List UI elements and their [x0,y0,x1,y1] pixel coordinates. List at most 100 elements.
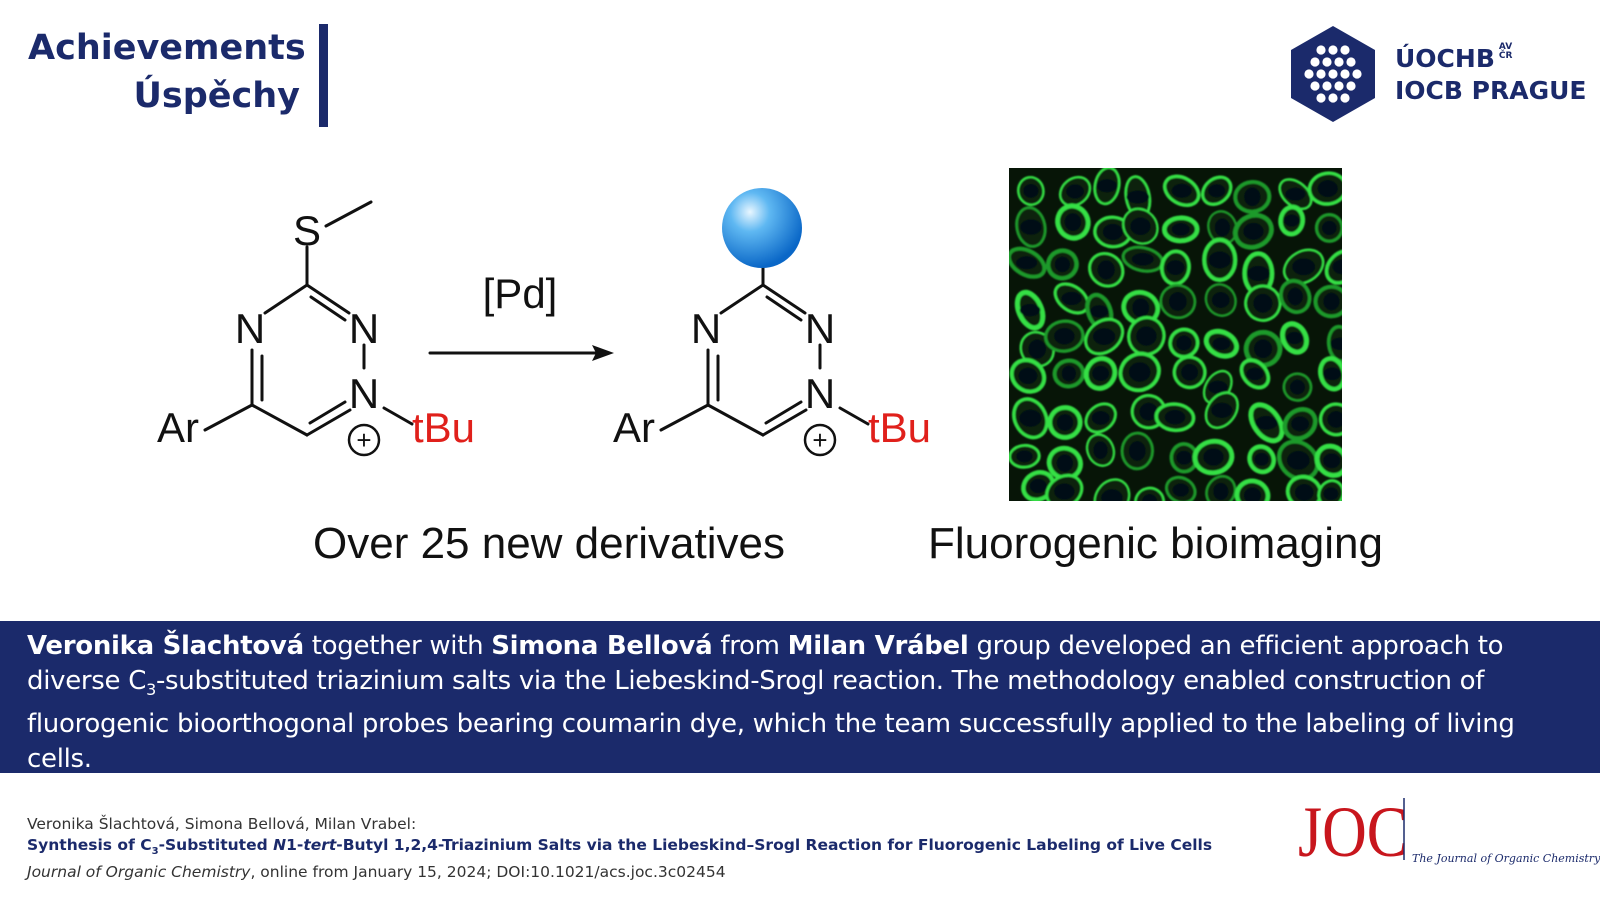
cell-nucleus [1097,260,1115,280]
cell-nucleus [1243,222,1264,240]
right-plus-label: + [812,425,827,455]
reference-details: Journal of Organic Chemistry, online fro… [27,862,1257,883]
cell-nucleus [1141,494,1158,501]
fluorescence-microscopy-image [1009,168,1342,501]
cell-nucleus [1061,365,1077,382]
caption-derivatives: Over 25 new derivatives [313,519,785,568]
cell-nucleus [1212,337,1231,351]
cell-nucleus [1164,409,1186,425]
ref-title-c: 1- [286,836,304,854]
reagent-label: [Pd] [483,270,558,317]
header-title: Achievements Úspěchy [28,24,306,120]
cell-nucleus [1323,292,1340,311]
cell-nucleus [1016,256,1038,270]
cell-nucleus [1054,256,1071,273]
right-n-label-2: N [805,305,835,352]
cell-nucleus [1092,365,1110,382]
summary-text-3: group developed an efficient approach to… [27,631,1504,696]
cell-nucleus [1323,487,1339,501]
right-n-label-1: N [691,305,721,352]
cell-nucleus [1093,441,1108,460]
logo-dot [1328,93,1338,103]
cell-nucleus [1285,187,1306,201]
cell-nucleus [1139,402,1158,421]
cell-nucleus [1091,411,1110,425]
left-n-label-3: N [349,370,379,417]
cell-nucleus [1054,327,1075,345]
cell-nucleus [1317,180,1338,198]
logo-dot [1328,45,1338,55]
cell-nucleus [1016,450,1033,463]
reference-doi[interactable]: , online from January 15, 2024; DOI:10.1… [250,863,726,882]
summary-text-1: together with [303,631,492,661]
cell-nucleus [1330,337,1342,351]
cell-nucleus [1287,287,1303,306]
summary-text-4: -substituted triazinium salts via the Li… [27,666,1515,775]
summary-subscript: 3 [146,680,156,700]
joc-name: The Journal of Organic Chemistry [1412,852,1600,865]
cell-nucleus [1020,219,1042,235]
cell-nucleus [1132,298,1150,318]
cell-nucleus [1101,489,1123,501]
cell-nucleus [1061,291,1082,306]
summary-author-2: Simona Bellová [491,631,713,661]
cell-nucleus [1208,184,1226,198]
cell-nucleus [1089,305,1109,318]
reference-authors: Veronika Šlachtová, Simona Bellová, Mila… [27,815,417,833]
cell-nucleus [1253,339,1273,359]
right-ar-label: Ar [613,404,655,451]
cell-nucleus [1244,187,1261,207]
cell-nucleus [1126,190,1150,204]
left-tbu-label: tBu [412,404,475,451]
left-sulfur-label: S [293,207,321,254]
cell-nucleus [1166,260,1185,276]
ref-title-italic-2: tert [303,836,337,854]
summary-author-1: Veronika Šlachtová [27,631,304,661]
cell-nucleus [1056,414,1074,431]
cell-nucleus [1066,184,1085,199]
cell-nucleus [1018,367,1038,385]
logo-dot [1322,57,1332,67]
cell-nucleus [1254,452,1269,466]
cell-nucleus [1128,362,1151,382]
logo-dot [1310,57,1320,67]
cell-nucleus [1172,483,1189,497]
cell-nucleus [1286,331,1303,345]
logo-dot [1352,69,1362,79]
right-n-label-3: N [805,370,835,417]
cell-nucleus [1327,410,1342,428]
logo-dot [1316,69,1326,79]
cell-nucleus [1289,379,1305,395]
cell-nucleus [1208,251,1231,269]
cell-nucleus [1213,482,1229,501]
ref-title-italic: N [273,836,287,854]
left-n-label-2: N [349,305,379,352]
cell-nucleus [1321,220,1337,236]
cell-nucleus [1171,222,1190,236]
cell-nucleus [1136,326,1157,346]
logo-dot [1328,69,1338,79]
ref-title-b: -Substituted [158,836,274,854]
header-title-en: Achievements [28,28,306,68]
logo-dot [1340,69,1350,79]
header-accent-bar [319,24,328,127]
cell-nucleus [1243,487,1262,501]
logo-dot [1346,81,1356,91]
cell-nucleus [1092,328,1116,345]
ref-title-d: -Butyl 1,2,4-Triazinium Salts via the Li… [336,836,1213,854]
logo-dot [1334,57,1344,67]
cell-nucleus [1203,448,1224,466]
cell-nucleus [1253,293,1273,313]
cell-nucleus [1208,380,1228,394]
logo-dot [1304,69,1314,79]
cell-nucleus [1056,454,1074,473]
left-n-label-1: N [235,305,265,352]
cell-nucleus [1096,179,1118,193]
logo-sup-1: AV [1498,42,1513,52]
cell-nucleus [1130,217,1151,236]
cell-nucleus [1247,265,1270,282]
reference-title[interactable]: Synthesis of C3-Substituted N1-tert-Buty… [27,835,1257,862]
caption-bioimaging: Fluorogenic bioimaging [928,519,1383,568]
logo-dot [1310,81,1320,91]
